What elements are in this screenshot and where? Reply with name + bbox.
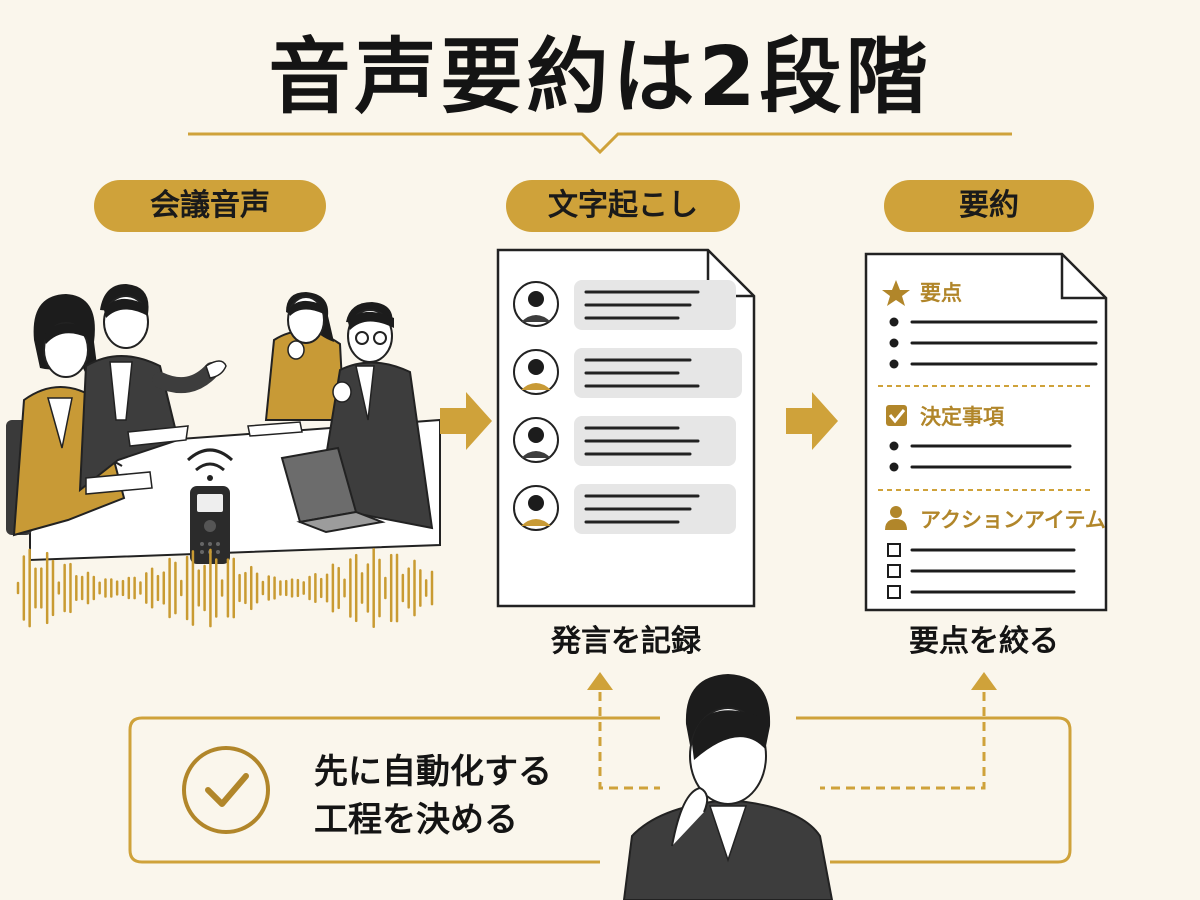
bullet-dot: [889, 359, 899, 369]
decision-note: 先に自動化する 工程を決める: [314, 748, 552, 844]
transcript-row: [513, 416, 736, 466]
summary-section-action-items: アクションアイテム: [920, 508, 1106, 532]
transcript-row: [513, 280, 736, 330]
person-woman-right: [264, 292, 346, 421]
sound-wave-icon: [16, 547, 434, 629]
transcript-row: [513, 484, 736, 534]
bullet-dot: [889, 338, 899, 348]
caption-summary: 要点を絞る: [909, 624, 1059, 659]
bullet-dot: [889, 441, 899, 451]
meeting-illustration: [6, 284, 441, 629]
title-underline-pointer: [188, 132, 1012, 155]
stage-label-audio: 会議音声: [94, 180, 326, 232]
arrow-right-icon-2: [786, 392, 838, 450]
stage-label-transcription: 文字起こし: [506, 180, 740, 232]
caption-transcription: 発言を記録: [551, 624, 701, 659]
bullet-checkbox: [887, 543, 901, 557]
page-title: 音声要約は2段階: [268, 30, 932, 125]
person-man-glasses: [316, 302, 434, 530]
decision-note-line2: 工程を決める: [314, 800, 518, 840]
checkbox-checked-icon: [886, 405, 907, 426]
person-man-center: [78, 284, 227, 493]
summary-section-decisions: 決定事項: [920, 405, 1004, 429]
stage-label-summary: 要約: [884, 180, 1094, 232]
person-icon: [885, 506, 907, 530]
voice-recorder-icon: [186, 448, 234, 564]
transcript-document: [496, 248, 756, 608]
decision-note-line1: 先に自動化する: [314, 752, 552, 792]
star-icon: [882, 280, 910, 306]
decision-panel-frame: [128, 672, 1072, 900]
bullet-checkbox: [887, 564, 901, 578]
arrow-right-icon: [440, 392, 492, 450]
transcript-row: [513, 348, 742, 398]
bullet-dot: [889, 317, 899, 327]
laptop-icon: [280, 446, 386, 534]
summary-document: [864, 252, 1108, 612]
person-thinking-icon: [622, 674, 834, 900]
bullet-dot: [889, 462, 899, 472]
bullet-checkbox: [887, 585, 901, 599]
check-circle-icon: [182, 746, 270, 834]
summary-section-key-points: 要点: [920, 281, 962, 305]
